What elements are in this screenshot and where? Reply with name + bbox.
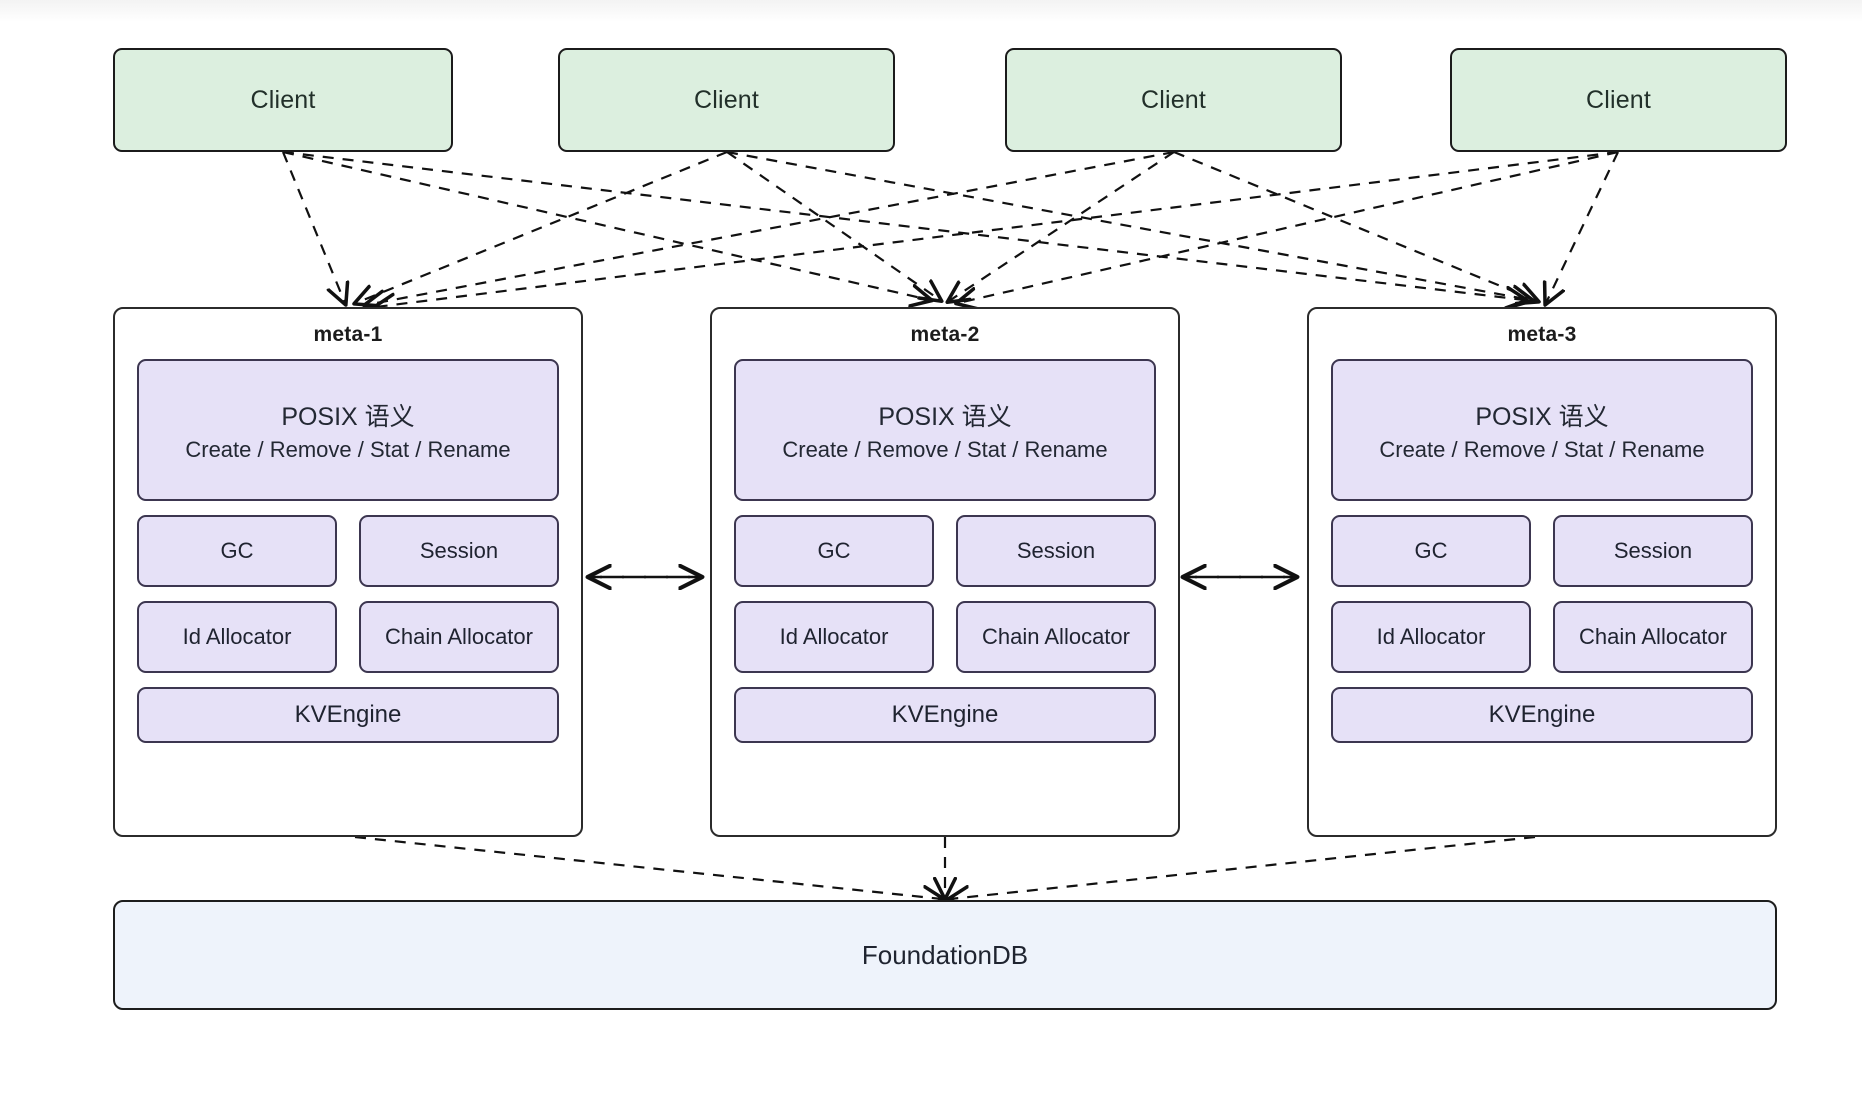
module-chain-allocator[interactable]: Chain Allocator: [1553, 601, 1753, 673]
posix-operations: Create / Remove / Stat / Rename: [1379, 437, 1705, 462]
foundationdb-label: FoundationDB: [861, 939, 1029, 970]
meta-node-body: POSIX 语义 Create / Remove / Stat / Rename…: [137, 359, 559, 813]
client-node-3[interactable]: Client: [1005, 48, 1342, 152]
module-row-1: GC Session: [1331, 515, 1753, 587]
module-kvengine[interactable]: KVEngine: [137, 687, 559, 743]
module-gc[interactable]: GC: [1331, 515, 1531, 587]
module-row-1: GC Session: [734, 515, 1156, 587]
meta-node-title: meta-3: [1507, 323, 1577, 346]
meta-node-title: meta-1: [313, 323, 383, 346]
client-node-4[interactable]: Client: [1450, 48, 1787, 152]
posix-operations: Create / Remove / Stat / Rename: [782, 437, 1108, 462]
meta-node-title: meta-2: [910, 323, 980, 346]
meta-node-body: POSIX 语义 Create / Remove / Stat / Rename…: [1331, 359, 1753, 813]
module-id-allocator[interactable]: Id Allocator: [1331, 601, 1531, 673]
meta-node-1[interactable]: meta-1 POSIX 语义 Create / Remove / Stat /…: [113, 307, 583, 837]
module-session[interactable]: Session: [1553, 515, 1753, 587]
client-label: Client: [693, 85, 760, 114]
posix-heading: POSIX 语义: [878, 403, 1012, 431]
module-gc[interactable]: GC: [734, 515, 934, 587]
posix-semantics-box[interactable]: POSIX 语义 Create / Remove / Stat / Rename: [1331, 359, 1753, 501]
module-gc[interactable]: GC: [137, 515, 337, 587]
posix-semantics-box[interactable]: POSIX 语义 Create / Remove / Stat / Rename: [137, 359, 559, 501]
foundationdb-node[interactable]: FoundationDB: [113, 900, 1777, 1010]
posix-semantics-box[interactable]: POSIX 语义 Create / Remove / Stat / Rename: [734, 359, 1156, 501]
module-kvengine[interactable]: KVEngine: [1331, 687, 1753, 743]
module-chain-allocator[interactable]: Chain Allocator: [359, 601, 559, 673]
module-kvengine[interactable]: KVEngine: [734, 687, 1156, 743]
module-session[interactable]: Session: [956, 515, 1156, 587]
client-node-1[interactable]: Client: [113, 48, 453, 152]
posix-heading: POSIX 语义: [1475, 403, 1609, 431]
posix-heading: POSIX 语义: [281, 403, 415, 431]
meta-node-2[interactable]: meta-2 POSIX 语义 Create / Remove / Stat /…: [710, 307, 1180, 837]
module-row-2: Id Allocator Chain Allocator: [1331, 601, 1753, 673]
module-row-2: Id Allocator Chain Allocator: [137, 601, 559, 673]
client-node-2[interactable]: Client: [558, 48, 895, 152]
module-id-allocator[interactable]: Id Allocator: [734, 601, 934, 673]
module-chain-allocator[interactable]: Chain Allocator: [956, 601, 1156, 673]
posix-operations: Create / Remove / Stat / Rename: [185, 437, 511, 462]
meta-node-body: POSIX 语义 Create / Remove / Stat / Rename…: [734, 359, 1156, 813]
client-label: Client: [1585, 85, 1652, 114]
client-label: Client: [1140, 85, 1207, 114]
meta-node-3[interactable]: meta-3 POSIX 语义 Create / Remove / Stat /…: [1307, 307, 1777, 837]
module-session[interactable]: Session: [359, 515, 559, 587]
client-label: Client: [250, 85, 316, 114]
module-row-1: GC Session: [137, 515, 559, 587]
top-band: [0, 0, 1862, 22]
module-id-allocator[interactable]: Id Allocator: [137, 601, 337, 673]
module-row-2: Id Allocator Chain Allocator: [734, 601, 1156, 673]
